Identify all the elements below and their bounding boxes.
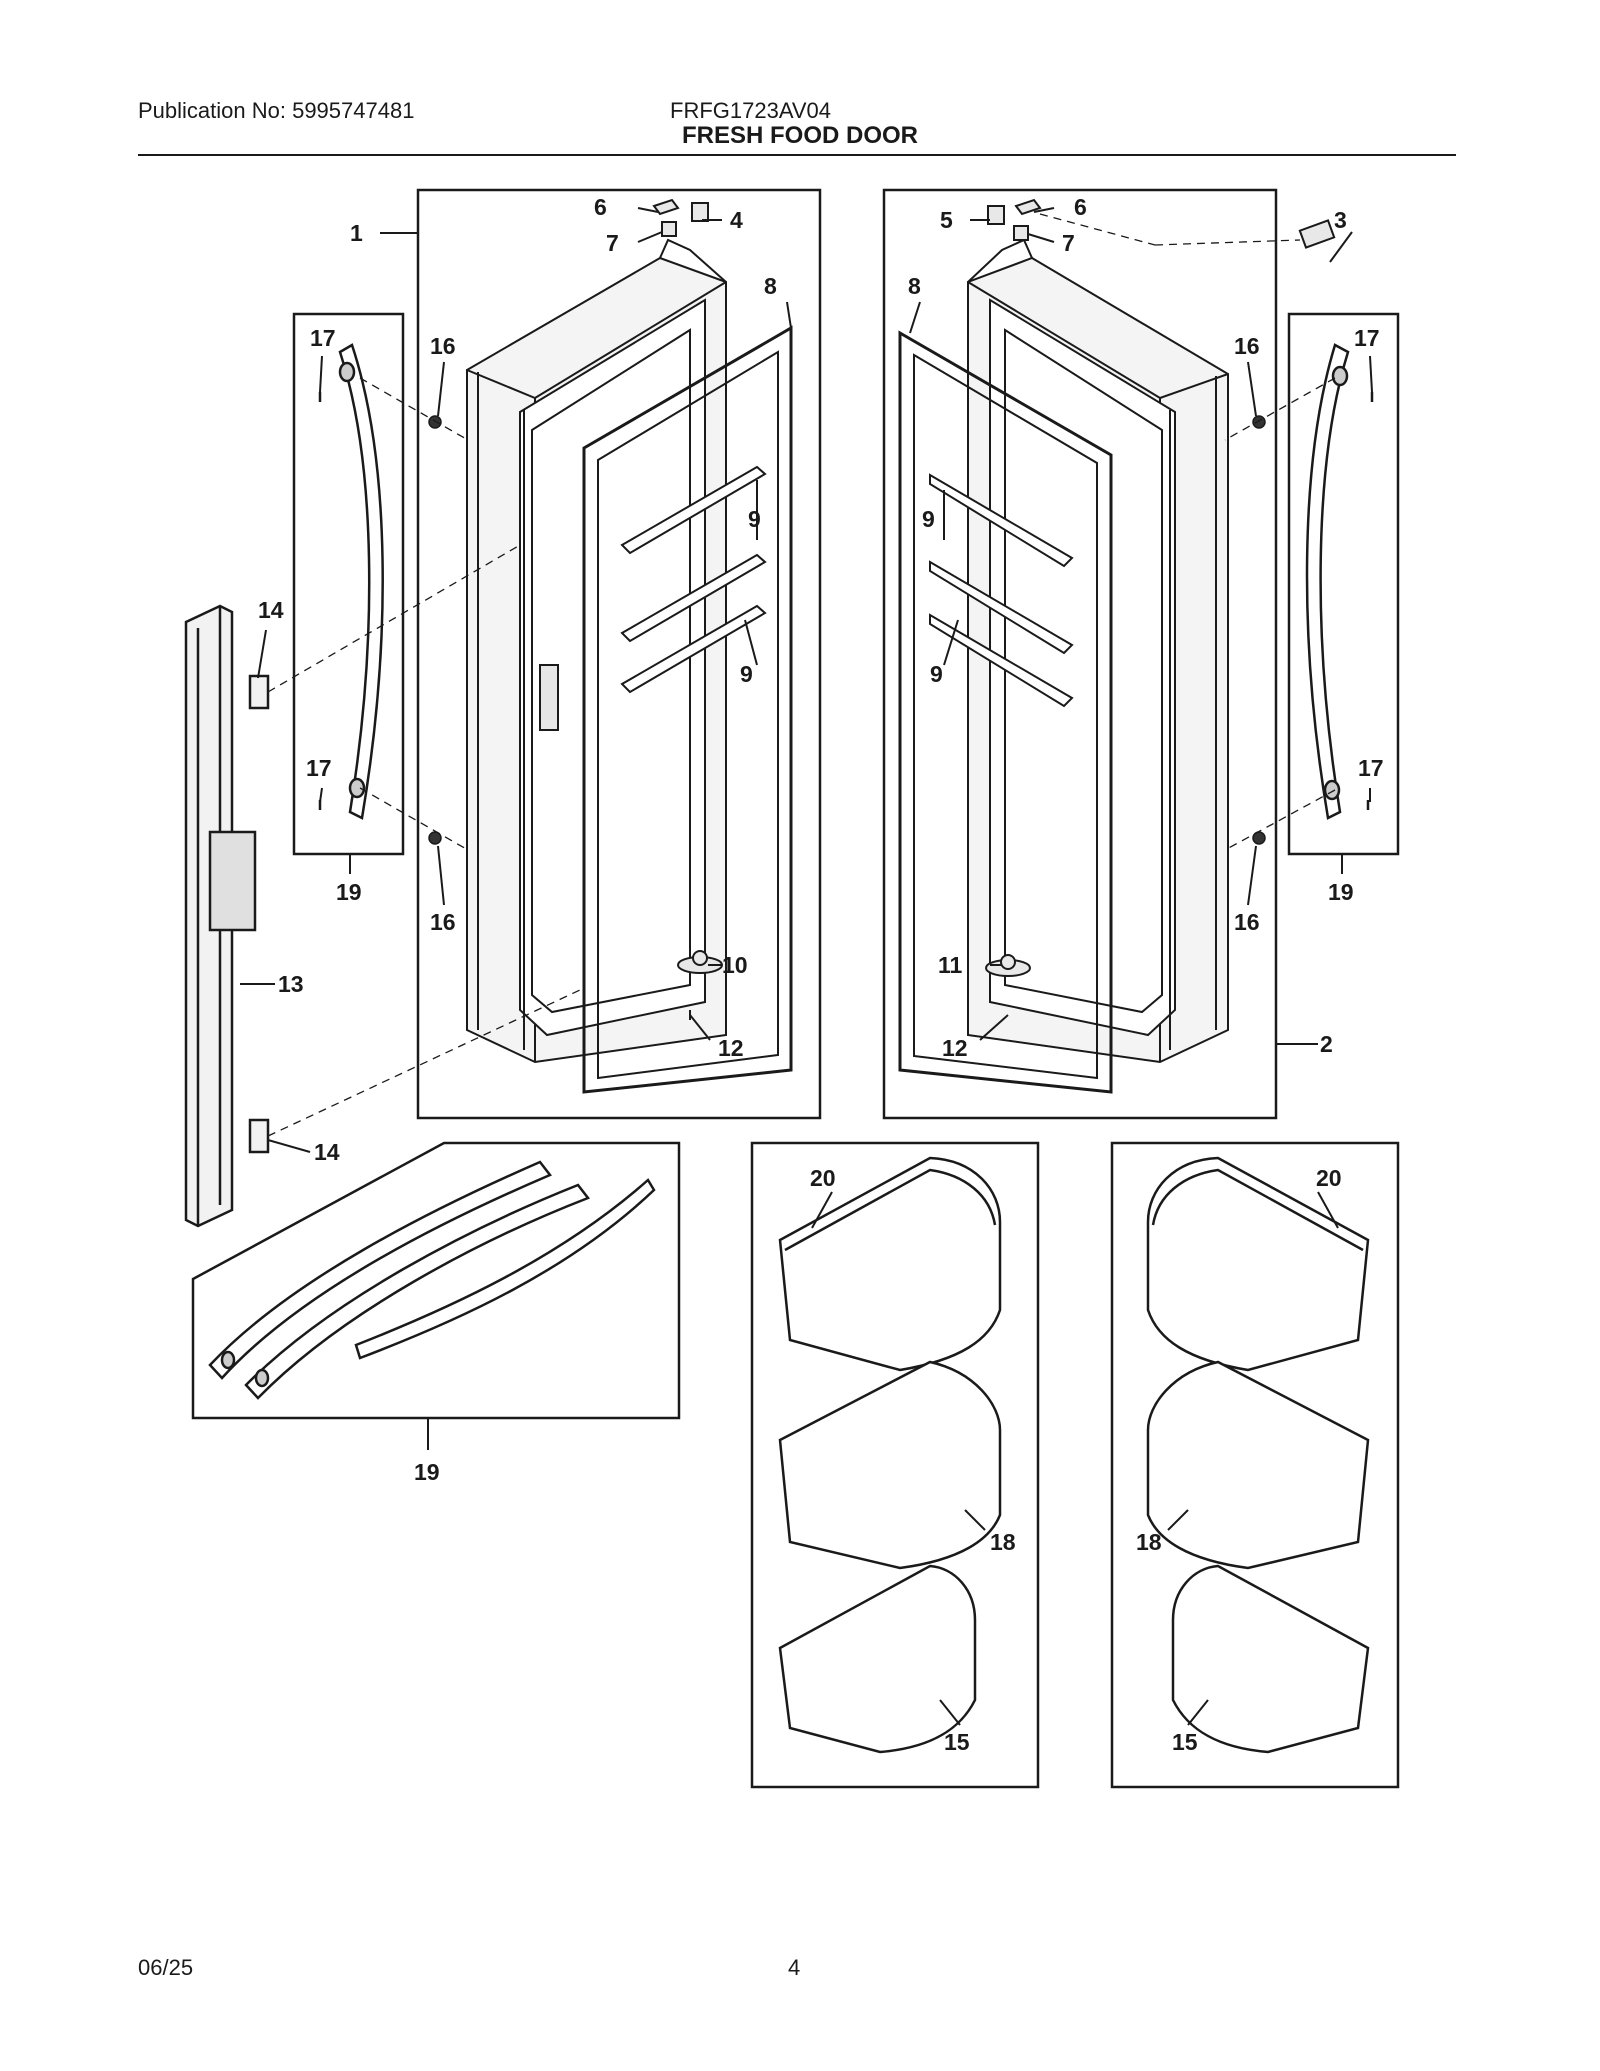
callout-16-right-top: 16 xyxy=(1234,333,1260,359)
callout-7-right: 7 xyxy=(1062,230,1075,256)
left-handle-box xyxy=(292,312,405,856)
gallon-bins-right xyxy=(1146,1156,1370,1754)
right-door-assembly xyxy=(967,238,1229,1064)
callout-numbers: 1 2 3 4 5 6 6 7 7 8 8 9 9 9 9 10 11 12 1… xyxy=(258,194,1384,1755)
spare-handle-set xyxy=(208,1160,656,1400)
right-handle-box xyxy=(1287,312,1400,856)
callout-20-right: 20 xyxy=(1316,1165,1342,1191)
left-door-box xyxy=(416,188,822,1120)
alignment-lines xyxy=(267,213,1336,1137)
header-rule xyxy=(138,154,1456,156)
callout-17-left-bottom: 17 xyxy=(306,755,332,781)
callout-16-right-bottom: 16 xyxy=(1234,909,1260,935)
callout-9-right-bottom: 9 xyxy=(930,661,943,687)
callout-20-left: 20 xyxy=(810,1165,836,1191)
callout-19-bottom: 19 xyxy=(414,1459,440,1485)
small-hardware xyxy=(428,415,1266,845)
callout-12-left: 12 xyxy=(718,1035,744,1061)
callout-18-left: 18 xyxy=(990,1529,1016,1555)
callout-14-bottom: 14 xyxy=(314,1139,340,1165)
right-door-box xyxy=(882,188,1278,1120)
left-bins-box xyxy=(750,1141,1040,1789)
callout-7-left: 7 xyxy=(606,230,619,256)
callout-14-top: 14 xyxy=(258,597,284,623)
callout-8-left: 8 xyxy=(764,273,777,299)
callout-17-left-top: 17 xyxy=(310,325,336,351)
leader-lines xyxy=(240,207,1373,1726)
callout-18-right: 18 xyxy=(1136,1529,1162,1555)
model-number: FRFG1723AV04 xyxy=(670,98,832,123)
callout-2: 2 xyxy=(1320,1031,1333,1057)
callout-15-left: 15 xyxy=(944,1729,970,1755)
callout-19-right: 19 xyxy=(1328,879,1354,905)
page-title: FRESH FOOD DOOR xyxy=(681,122,918,149)
callout-6-right: 6 xyxy=(1074,194,1087,220)
left-door-shelf-bars xyxy=(620,465,767,694)
callout-9-left-bottom: 9 xyxy=(740,661,753,687)
callout-10: 10 xyxy=(722,952,748,978)
callout-9-left-top: 9 xyxy=(748,506,761,532)
right-door-gasket xyxy=(898,330,1113,1094)
callout-4: 4 xyxy=(730,207,743,233)
left-door-assembly xyxy=(466,238,727,1064)
callout-17-right-top: 17 xyxy=(1354,325,1380,351)
callout-11: 11 xyxy=(938,952,963,978)
callout-9-right-top: 9 xyxy=(922,506,935,532)
footer-date: 06/25 xyxy=(138,1955,194,1980)
page-number: 4 xyxy=(788,1955,801,1980)
callout-17-right-bottom: 17 xyxy=(1358,755,1384,781)
right-bins-box xyxy=(1110,1141,1400,1789)
left-door-handle xyxy=(318,343,384,820)
callout-3: 3 xyxy=(1334,207,1347,233)
left-door-hinge-parts xyxy=(652,198,723,1020)
callout-13: 13 xyxy=(278,971,304,997)
left-door-gasket xyxy=(582,325,793,1094)
callout-5: 5 xyxy=(940,207,953,233)
callout-16-left-top: 16 xyxy=(430,333,456,359)
callout-16-left-bottom: 16 xyxy=(430,909,456,935)
gallon-bins-left xyxy=(778,1156,1002,1754)
callout-15-right: 15 xyxy=(1172,1729,1198,1755)
publication-number: Publication No: 5995747481 xyxy=(138,98,415,123)
callout-12-right: 12 xyxy=(942,1035,968,1061)
handle-set-box xyxy=(191,1141,681,1420)
callout-6-left: 6 xyxy=(594,194,607,220)
callout-8-right: 8 xyxy=(908,273,921,299)
door-mullion xyxy=(184,604,270,1228)
right-door-handle xyxy=(1305,343,1374,820)
callout-1: 1 xyxy=(350,220,363,246)
callout-19-left: 19 xyxy=(336,879,362,905)
right-door-shelf-bars xyxy=(929,473,1074,708)
